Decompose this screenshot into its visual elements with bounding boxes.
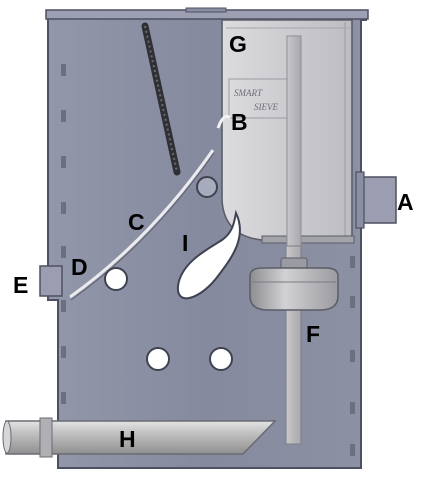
label-i: I: [182, 230, 188, 256]
drain-hole-upper: [104, 267, 128, 291]
tank-top-lid-tab: [185, 7, 227, 13]
label-d: D: [71, 254, 88, 280]
bottom-pipe-end: [2, 420, 12, 454]
bottom-pipe-coupling: [39, 417, 53, 458]
curved-screen: [69, 149, 215, 299]
teardrop-opening: [176, 209, 241, 300]
overflow-hole: [196, 176, 218, 198]
label-c: C: [128, 209, 145, 235]
label-f: F: [306, 321, 320, 347]
logo-line-2: SIEVE: [254, 102, 278, 112]
screen-clip: [216, 114, 232, 129]
chamber-bottom-ledge: [261, 235, 355, 244]
right-wall-notches: [350, 256, 355, 456]
logo-line-1: SMART: [234, 88, 263, 98]
chamber-guide-rod: [286, 35, 302, 247]
drain-hole-lower-left: [146, 347, 170, 371]
diagonal-rack-bar: [141, 22, 181, 176]
label-b: B: [231, 109, 248, 135]
drain-hole-lower-right: [209, 347, 233, 371]
outlet-pipe-flange: [355, 171, 365, 229]
float-body: [249, 267, 339, 311]
inlet-pipe: [39, 265, 63, 297]
outlet-pipe: [360, 176, 397, 224]
label-g: G: [229, 31, 247, 57]
label-h: H: [119, 426, 136, 452]
left-wall-notches: [61, 64, 66, 450]
curved-screen-shadow: [70, 152, 215, 301]
label-a: A: [397, 189, 414, 215]
label-e: E: [13, 272, 28, 298]
